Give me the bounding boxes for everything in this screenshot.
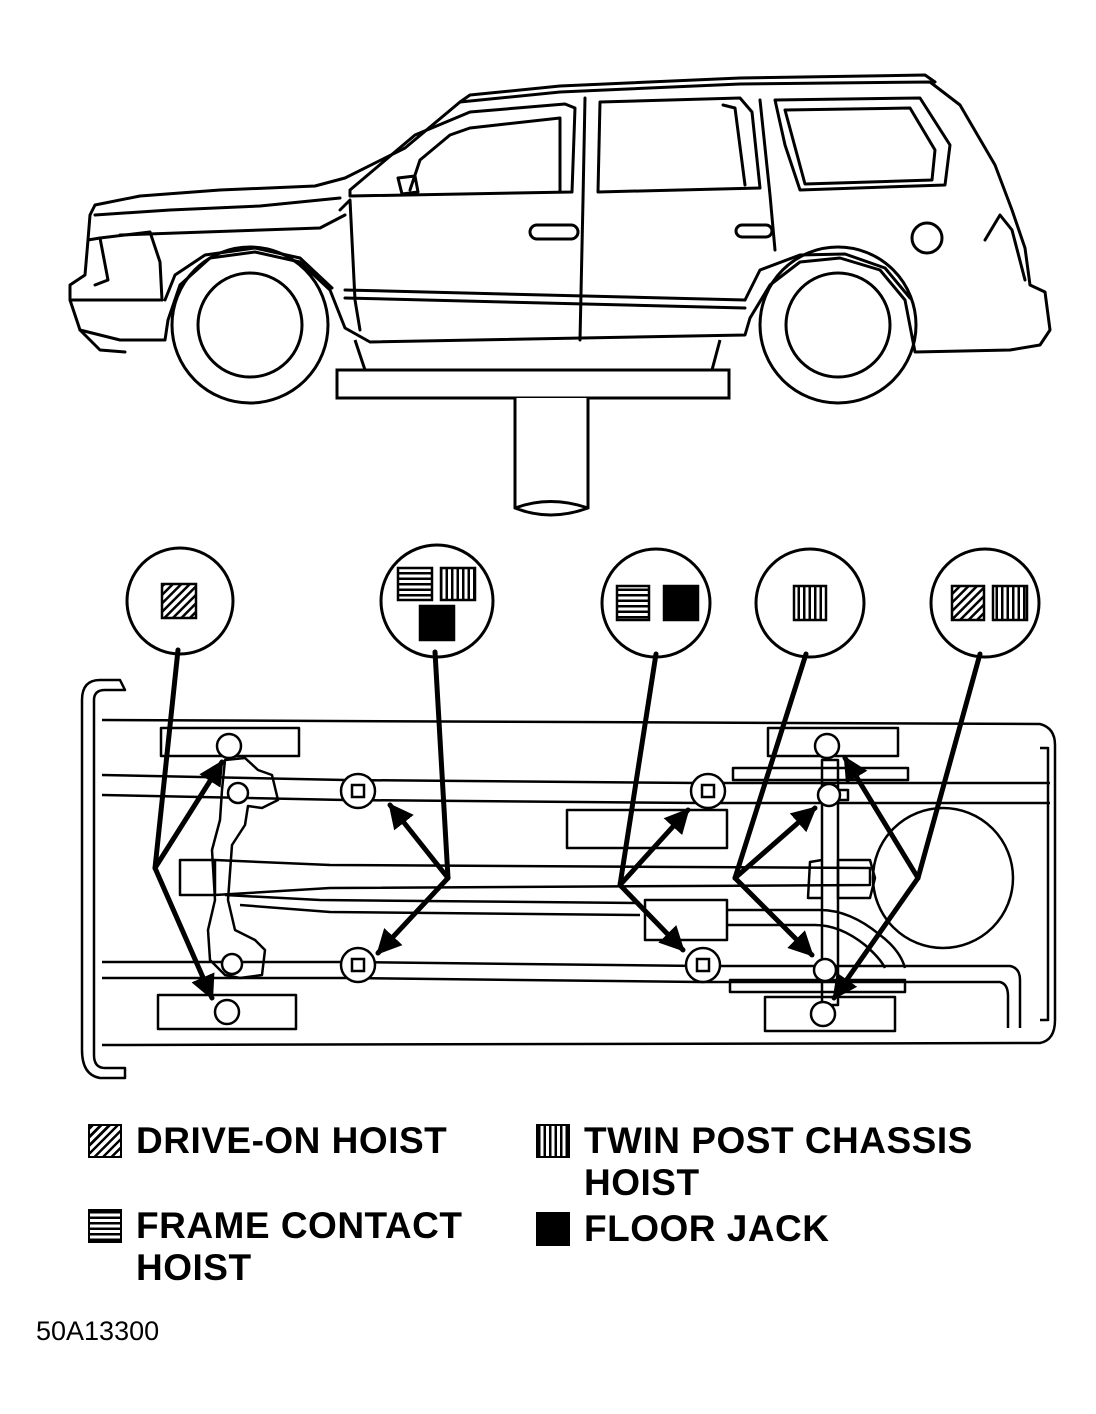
legend-twin-post-chassis-hoist: TWIN POST CHASSIS HOIST [536, 1120, 973, 1204]
callout-front-frame-points [379, 543, 495, 659]
legend-label-floor-jack: FLOOR JACK [584, 1208, 830, 1249]
callout-front-outer-pads [125, 546, 235, 656]
legend-label-twin-post-line1: TWIN POST CHASSIS [584, 1120, 973, 1161]
leader-arrows [152, 647, 983, 1001]
legend-frame-contact-hoist: FRAME CONTACT HOIST [88, 1205, 462, 1289]
frame-contact-hoist-swatch-icon [88, 1209, 122, 1243]
frame-contact-hoist-symbol-icon [615, 584, 651, 622]
twin-post-chassis-hoist-symbol-icon [439, 566, 477, 602]
legend-drive-on-hoist: DRIVE-ON HOIST [88, 1120, 447, 1162]
floor-jack-swatch-icon [536, 1212, 570, 1246]
floor-jack-symbol-icon [418, 604, 456, 642]
hoist-lift [335, 339, 731, 517]
legend-label-drive-on-hoist: DRIVE-ON HOIST [136, 1120, 448, 1161]
lift-point-rear-left-axle [816, 782, 842, 808]
lift-point-rear-left-pad [813, 732, 841, 760]
legend-label-frame-contact-line2: HOIST [136, 1247, 252, 1288]
twin-post-chassis-hoist-symbol-icon [991, 584, 1029, 622]
lift-point-front-left-pad [215, 732, 243, 760]
twin-post-chassis-hoist-symbol-icon [792, 584, 828, 622]
lift-points [213, 732, 842, 1028]
lift-point-rear-right-pad [809, 1000, 837, 1028]
lift-point-rear-right-axle [812, 957, 838, 983]
vehicle-side-view [68, 73, 1052, 405]
frame-contact-hoist-symbol-icon [396, 566, 434, 602]
lift-point-front-left-frame [226, 781, 250, 805]
floor-jack-symbol-icon [662, 584, 700, 622]
drive-on-hoist-symbol-icon [160, 582, 198, 620]
callout-rear-axle-points [754, 547, 866, 659]
drive-on-hoist-swatch-icon [88, 1124, 122, 1158]
legend-label-frame-contact-line1: FRAME CONTACT [136, 1205, 463, 1246]
lift-point-front-right-frame [220, 952, 244, 976]
drive-on-hoist-symbol-icon [950, 584, 986, 622]
legend-floor-jack: FLOOR JACK [536, 1208, 830, 1250]
twin-post-chassis-hoist-swatch-icon [536, 1124, 570, 1158]
figure-id: 50A13300 [36, 1316, 160, 1346]
callout-rear-outer-pads [929, 547, 1041, 659]
legend-label-twin-post-line2: HOIST [584, 1162, 700, 1203]
callout-mid-frame-points [600, 547, 712, 659]
lift-point-front-right-pad [213, 998, 241, 1026]
vehicle-underside-view [80, 678, 1057, 1080]
